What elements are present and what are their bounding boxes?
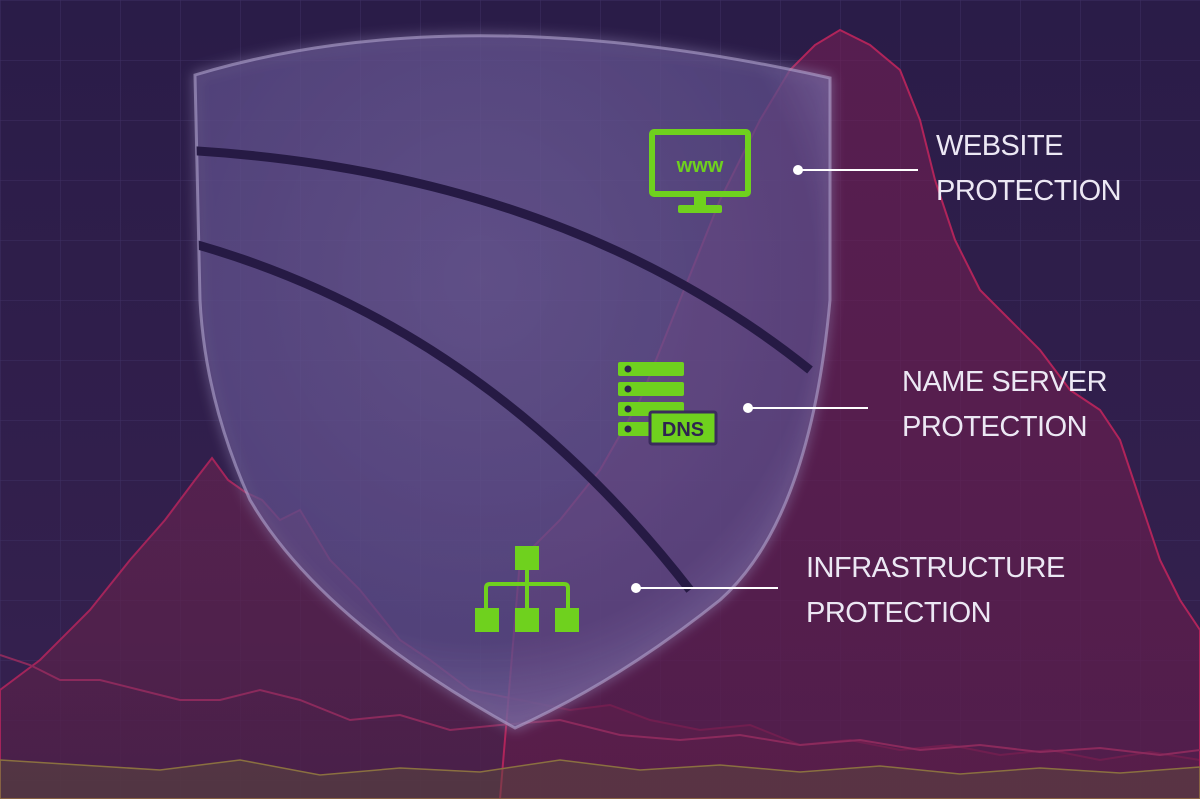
- dns-label-line1: NAME SERVER: [902, 366, 1108, 398]
- name-server-protection-label: NAME SERVER PROTECTION: [902, 360, 1108, 450]
- shield-divider-top: [195, 145, 813, 374]
- infra-label-line1: INFRASTRUCTURE: [806, 552, 1065, 584]
- dns-icon-text: DNS: [662, 419, 704, 441]
- dns-label-line2: PROTECTION: [902, 411, 1088, 443]
- network-hierarchy-icon: [475, 546, 579, 632]
- infrastructure-protection-label: INFRASTRUCTURE PROTECTION: [806, 546, 1065, 636]
- monitor-www-icon: www: [649, 129, 751, 213]
- server-dns-icon: DNS: [618, 362, 718, 446]
- website-protection-label: WEBSITE PROTECTION: [936, 124, 1122, 214]
- shield: [193, 34, 832, 730]
- connectors: [631, 165, 918, 593]
- infra-label-line2: PROTECTION: [806, 597, 992, 629]
- website-label-line1: WEBSITE: [936, 130, 1064, 162]
- monitor-www-text: www: [676, 155, 724, 177]
- shield-divider-bottom: [195, 235, 694, 593]
- website-label-line2: PROTECTION: [936, 175, 1122, 207]
